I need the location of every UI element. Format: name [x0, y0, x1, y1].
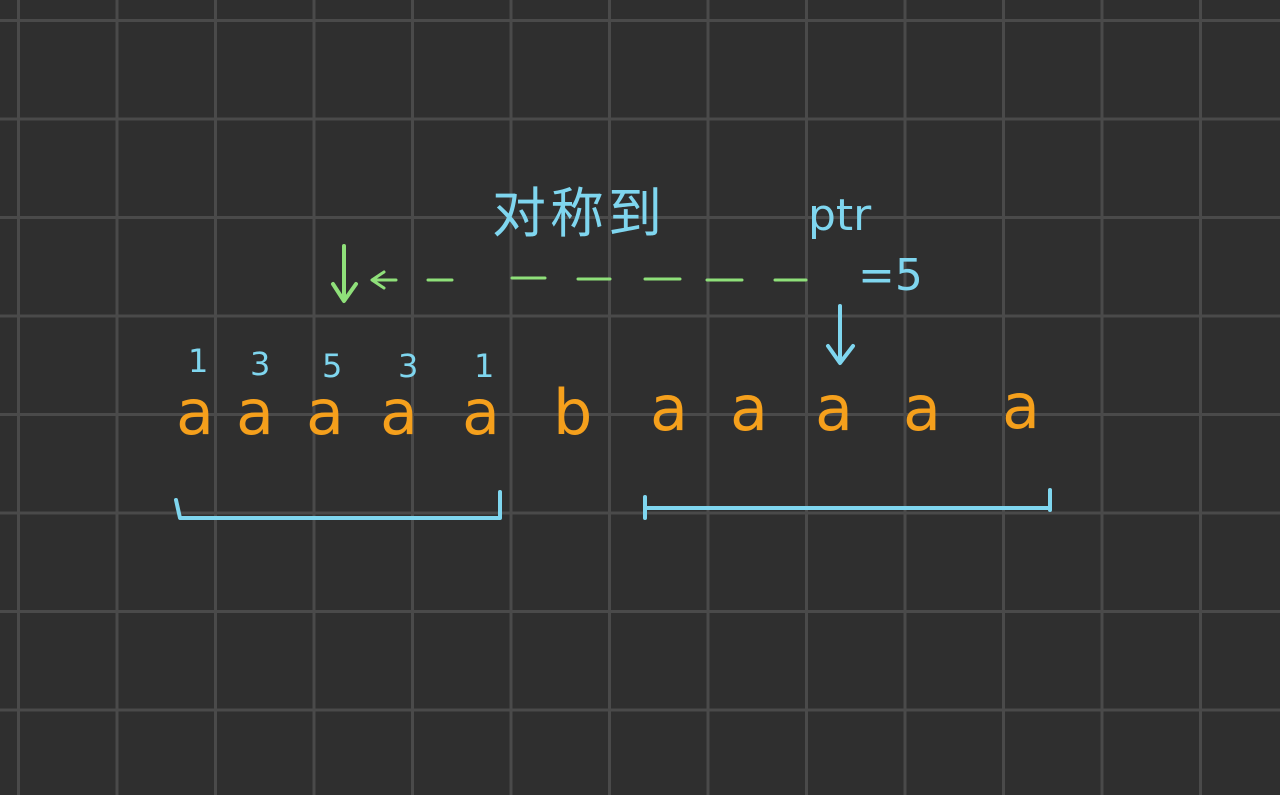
- string-char: a: [815, 372, 853, 445]
- string-char: a: [306, 376, 344, 449]
- string-char: a: [176, 376, 214, 449]
- radius-numbers: 1 3 5 3 1: [188, 342, 494, 385]
- radius-number: 5: [322, 347, 342, 385]
- string-char: a: [1002, 370, 1040, 443]
- left-range-bracket: [174, 490, 502, 520]
- dashed-left-arrow-icon: [370, 270, 808, 290]
- pointer-value: =5: [858, 250, 923, 301]
- mirror-down-arrow-icon: [331, 244, 358, 303]
- symmetric-label: 对称到: [492, 182, 666, 245]
- radius-number: 1: [474, 347, 494, 385]
- string-char: a: [236, 376, 274, 449]
- string-char: a: [380, 376, 418, 449]
- string-char: a: [462, 376, 500, 449]
- radius-number: 1: [188, 342, 208, 380]
- right-range-bracket: [643, 488, 1052, 520]
- string-char: a: [730, 372, 768, 445]
- radius-number: 3: [250, 345, 270, 383]
- radius-number: 3: [398, 347, 418, 385]
- pointer-down-arrow-icon: [826, 304, 855, 365]
- string-characters: a a a a a b a a a a a: [176, 370, 1040, 449]
- string-char: a: [650, 372, 688, 445]
- string-char: b: [553, 376, 592, 449]
- pointer-label: ptr: [808, 190, 872, 241]
- string-char: a: [903, 372, 941, 445]
